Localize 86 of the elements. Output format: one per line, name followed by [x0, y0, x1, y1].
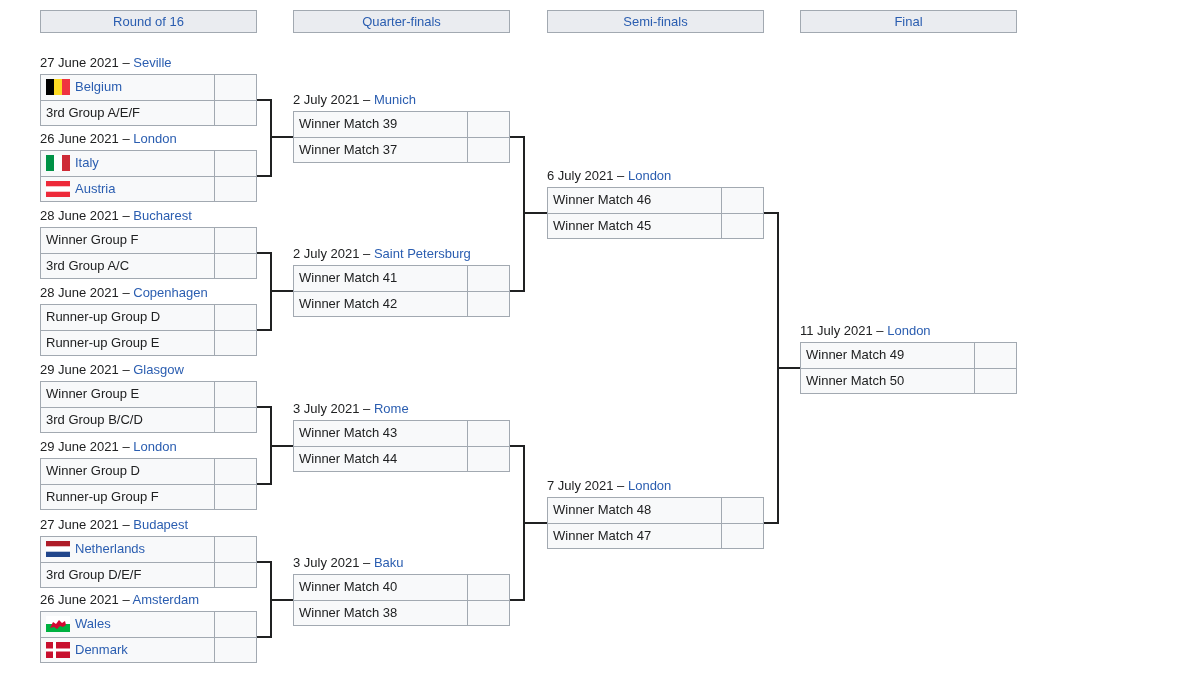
team-name: Winner Match 46 [553, 192, 652, 208]
team-name: Winner Match 41 [299, 270, 398, 286]
match-box [40, 458, 257, 510]
team-name: Winner Match 43 [299, 425, 398, 441]
match-date: 26 June 2021 – Amsterdam [40, 592, 199, 608]
team-name: Winner Match 49 [806, 347, 905, 363]
match-box [547, 497, 764, 549]
match-box [40, 611, 257, 663]
venue-link: London [627, 478, 672, 493]
round-header: Quarter-finals [293, 10, 510, 33]
match-date: 28 June 2021 – Bucharest [40, 208, 192, 224]
team-name: 3rd Group A/C [46, 258, 130, 274]
bracket-line [509, 522, 548, 601]
team-name: Winner Match 48 [553, 502, 652, 518]
team-name: Runner-up Group E [46, 335, 160, 351]
match-date: 28 June 2021 – Copenhagen [40, 285, 208, 301]
venue-link: London [887, 323, 931, 338]
bracket-line [256, 290, 294, 331]
venue-link: Budapest [133, 517, 189, 532]
venue-link: London [133, 439, 177, 454]
match-date: 11 July 2021 – London [800, 323, 931, 339]
team-link: Netherlands [75, 541, 146, 557]
match-box [547, 187, 764, 239]
bracket-line [509, 212, 548, 292]
team-link: Belgium [75, 79, 122, 95]
venue-link: Glasgow [133, 362, 184, 377]
team-name: Winner Group F [46, 232, 139, 248]
match-date: 27 June 2021 – Seville [40, 55, 172, 71]
team-name: 3rd Group A/E/F [46, 105, 140, 121]
match-box [293, 265, 510, 317]
bracket-line [763, 367, 801, 524]
match-box [293, 111, 510, 163]
team-link: Denmark [75, 642, 128, 658]
team-name: Winner Match 45 [553, 218, 652, 234]
venue-link: Rome [373, 401, 409, 416]
match-date: 26 June 2021 – London [40, 131, 177, 147]
team-name: Runner-up Group F [46, 489, 159, 505]
team-link: Italy [75, 155, 99, 171]
match-box [40, 304, 257, 356]
venue-link: Amsterdam [132, 592, 199, 607]
match-box [40, 150, 257, 202]
team-name: Winner Match 42 [299, 296, 398, 312]
match-date: 2 July 2021 – Saint Petersburg [293, 246, 471, 262]
venue-link: London [627, 168, 672, 183]
team-name: Winner Match 50 [806, 373, 905, 389]
bracket-line [256, 599, 294, 638]
team-name: Runner-up Group D [46, 309, 161, 325]
team-link: Wales [75, 616, 111, 632]
match-box [293, 574, 510, 626]
match-box [40, 74, 257, 126]
venue-link: Saint Petersburg [373, 246, 471, 261]
round-header: Final [800, 10, 1017, 33]
match-box [40, 536, 257, 588]
team-name: Winner Group D [46, 463, 140, 479]
venue-link: London [133, 131, 177, 146]
venue-link: Munich [373, 92, 416, 107]
match-date: 6 July 2021 – London [547, 168, 672, 184]
match-box [800, 342, 1017, 394]
team-name: Winner Group E [46, 386, 140, 402]
bracket-line [256, 136, 294, 177]
venue-link: Baku [373, 555, 404, 570]
team-name: 3rd Group D/E/F [46, 567, 142, 583]
team-name: Winner Match 44 [299, 451, 398, 467]
match-date: 2 July 2021 – Munich [293, 92, 416, 108]
round-header: Round of 16 [40, 10, 257, 33]
team-link: Austria [75, 181, 116, 197]
match-box [40, 227, 257, 279]
team-name: Winner Match 38 [299, 605, 398, 621]
round-header: Semi-finals [547, 10, 764, 33]
venue-link: Bucharest [133, 208, 192, 223]
venue-link: Copenhagen [133, 285, 208, 300]
team-name: Winner Match 40 [299, 579, 398, 595]
match-date: 29 June 2021 – London [40, 439, 177, 455]
team-name: Winner Match 47 [553, 528, 652, 544]
venue-link: Seville [133, 55, 172, 70]
match-box [40, 381, 257, 433]
match-date: 3 July 2021 – Rome [293, 401, 409, 417]
match-date: 29 June 2021 – Glasgow [40, 362, 184, 378]
team-name: Winner Match 39 [299, 116, 398, 132]
match-box [293, 420, 510, 472]
bracket-line [256, 445, 294, 485]
team-name: 3rd Group B/C/D [46, 412, 143, 428]
match-date: 7 July 2021 – London [547, 478, 672, 494]
team-name: Winner Match 37 [299, 142, 398, 158]
match-date: 3 July 2021 – Baku [293, 555, 404, 571]
match-date: 27 June 2021 – Budapest [40, 517, 189, 533]
